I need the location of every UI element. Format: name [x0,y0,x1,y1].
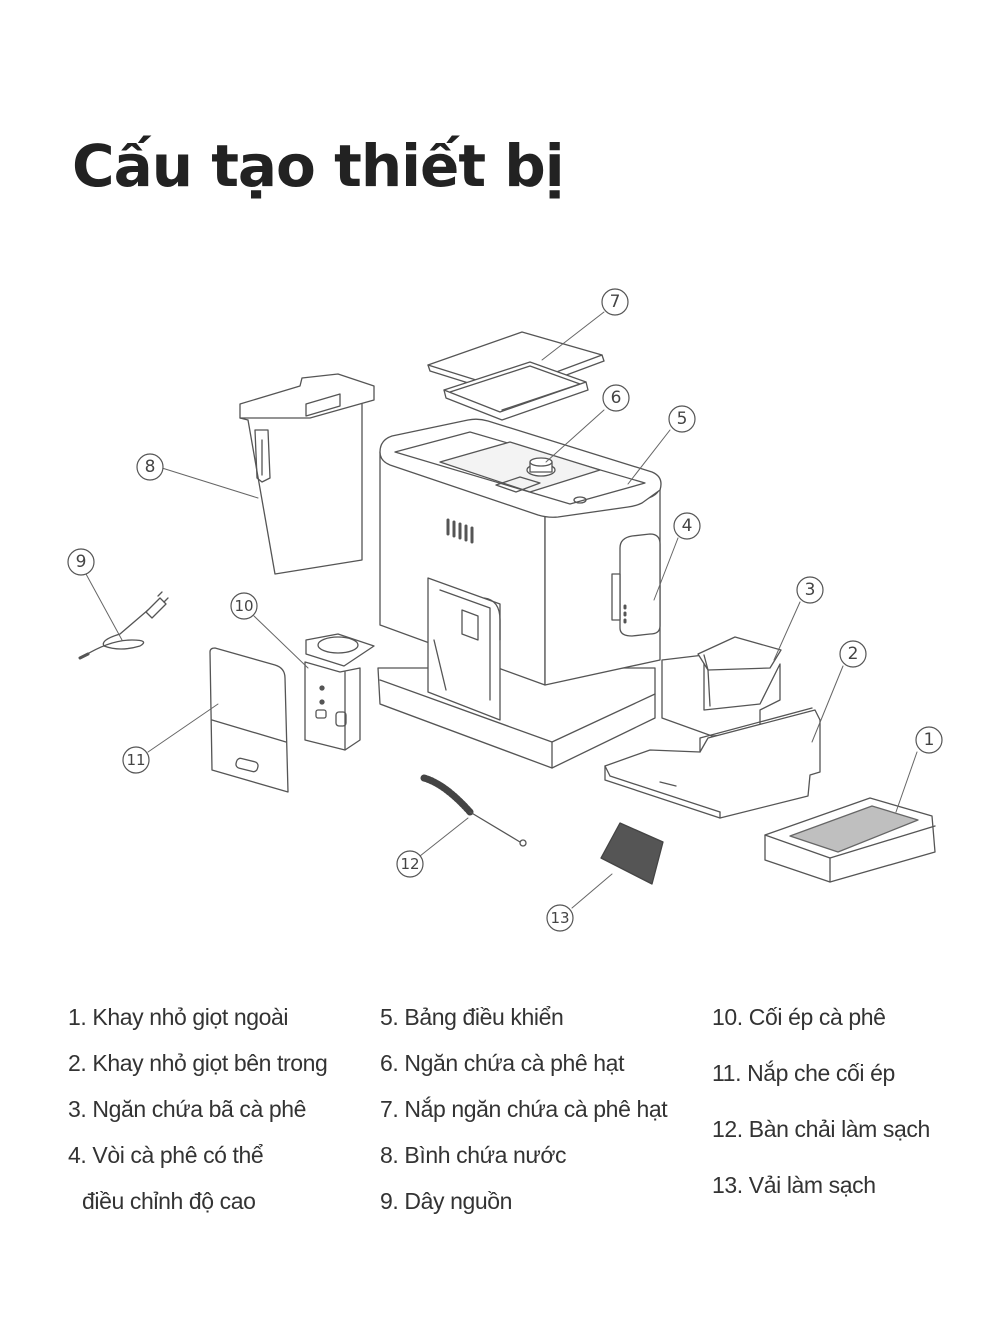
legend-item-5: 5. Bảng điều khiển [380,1004,564,1031]
water-tank [239,373,375,575]
legend-text: Khay nhỏ giọt ngoài [92,1004,289,1030]
legend-text: Vải làm sạch [748,1172,876,1198]
callout-labels: 1 2 3 4 5 6 7 8 9 10 11 12 13 [76,292,935,927]
coffee-spout [611,533,661,637]
callout-circle-1 [915,726,943,754]
callout-circle-7 [601,288,629,316]
legend-item-4-continued: điều chỉnh độ cao [82,1188,256,1215]
legend-number: 3. [68,1096,87,1122]
legend-item-13: 13. Vải làm sạch [712,1172,876,1199]
callout-circle-10 [230,592,258,620]
legend-text: Khay nhỏ giọt bên trong [92,1050,328,1076]
legend-text: Nắp ngăn chứa cà phê hạt [404,1096,668,1122]
callout-circle-5 [668,405,696,433]
legend-text: Bàn chải làm sạch [748,1116,931,1142]
callout-circle-2 [839,640,867,668]
callout-label-7: 7 [610,292,621,312]
legend-item-7: 7. Nắp ngăn chứa cà phê hạt [380,1096,668,1123]
callout-label-12: 12 [400,855,419,873]
legend-item-9: 9. Dây nguồn [380,1188,512,1215]
legend-number: 10. [712,1004,743,1030]
callout-markers [67,288,943,932]
legend-number: 1. [68,1004,87,1030]
legend-text: điều chỉnh độ cao [82,1188,256,1214]
legend-item-4: 4. Vòi cà phê có thể [68,1142,264,1169]
inner-drip-tray [604,707,821,819]
legend-number: 13. [712,1172,743,1198]
legend-item-2: 2. Khay nhỏ giọt bên trong [68,1050,328,1077]
callout-circle-4 [673,512,701,540]
legend-item-10: 10. Cối ép cà phê [712,1004,886,1031]
legend-text: Bình chứa nước [404,1142,567,1168]
callout-circle-8 [136,453,164,481]
callout-circle-9 [67,548,95,576]
legend-number: 4. [68,1142,87,1168]
callout-label-3: 3 [805,580,816,600]
legend-text: Ngăn chứa cà phê hạt [404,1050,625,1076]
legend-number: 6. [380,1050,399,1076]
legend-number: 5. [380,1004,399,1030]
legend-text: Cối ép cà phê [748,1004,886,1030]
leader-lines [85,311,918,909]
callout-circle-3 [796,576,824,604]
callout-circle-6 [602,384,630,412]
callout-label-11: 11 [126,751,145,769]
legend-number: 9. [380,1188,399,1214]
legend-item-1: 1. Khay nhỏ giọt ngoài [68,1004,289,1031]
callout-label-1: 1 [924,730,935,750]
legend-number: 11. [712,1060,742,1086]
outer-drip-tray [764,797,936,883]
callout-label-8: 8 [145,457,156,477]
power-cord [78,591,169,660]
callout-label-10: 10 [234,597,253,615]
legend-text: Dây nguồn [404,1188,513,1214]
legend-item-11: 11. Nắp che cối ép [712,1060,895,1087]
legend-number: 8. [380,1142,399,1168]
legend-item-8: 8. Bình chứa nước [380,1142,567,1169]
callout-circle-11 [122,746,150,774]
legend-number: 12. [712,1116,743,1142]
legend-item-6: 6. Ngăn chứa cà phê hạt [380,1050,624,1077]
callout-circle-13 [546,904,574,932]
legend-text: Ngăn chứa bã cà phê [92,1096,307,1122]
cleaning-cloth [600,822,664,885]
grinder-unit [304,633,375,751]
callout-label-13: 13 [550,909,569,927]
grounds-container [661,636,782,737]
legend-text: Vòi cà phê có thể [92,1142,264,1168]
legend-text: Bảng điều khiển [404,1004,564,1030]
legend-number: 2. [68,1050,87,1076]
legend-item-12: 12. Bàn chải làm sạch [712,1116,930,1143]
legend-text: Nắp che cối ép [747,1060,895,1086]
legend-number: 7. [380,1096,399,1122]
page-title: Cấu tạo thiết bị [72,132,565,200]
callout-circle-12 [396,850,424,878]
callout-label-5: 5 [677,409,688,429]
exploded-diagram: 1 2 3 4 5 6 7 8 9 10 11 12 13 [67,288,943,932]
bean-hopper-lid [427,331,605,421]
callout-label-6: 6 [611,388,622,408]
callout-label-4: 4 [682,516,693,536]
cleaning-brush [420,774,527,847]
legend-item-3: 3. Ngăn chứa bã cà phê [68,1096,306,1123]
callout-label-2: 2 [848,644,859,664]
grinder-cover [209,647,289,793]
callout-label-9: 9 [76,552,87,572]
